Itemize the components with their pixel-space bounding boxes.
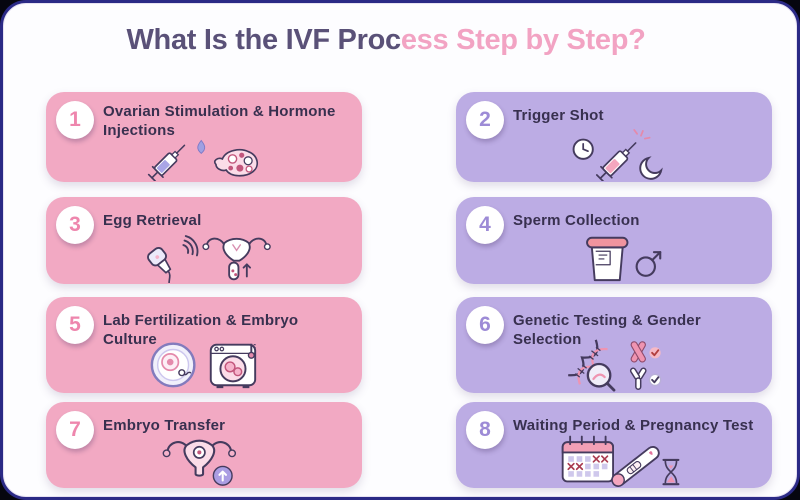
page-title: What Is the IVF Process Step by Step? bbox=[0, 24, 782, 57]
specimen-cup-icon bbox=[586, 236, 629, 282]
step-number-badge: 4 bbox=[466, 206, 504, 244]
step-card-7: 7 Embryo Transfer bbox=[46, 402, 362, 488]
step-label: Waiting Period & Pregnancy Test bbox=[513, 417, 754, 434]
step-card-1: 1 Ovarian Stimulation & Hormone Injectio… bbox=[46, 92, 362, 182]
step-number-badge: 7 bbox=[56, 411, 94, 449]
step-card-6: 6 Genetic Testing & Gender Selection bbox=[456, 297, 772, 393]
step-number-badge: 8 bbox=[466, 411, 504, 449]
step-number-badge: 3 bbox=[56, 206, 94, 244]
up-arrow-icon bbox=[242, 263, 252, 278]
step-label: Genetic Testing & Gender Selection bbox=[513, 312, 701, 349]
embryo-transfer-illustration bbox=[162, 439, 237, 486]
step-8-icons bbox=[456, 431, 772, 487]
droplet-icon bbox=[197, 139, 206, 154]
magnifier-icon bbox=[586, 362, 616, 392]
step-6-icons bbox=[456, 336, 772, 392]
uterus-icon bbox=[202, 237, 271, 262]
y-chromosome-check-icon bbox=[629, 367, 662, 390]
incubator-icon bbox=[209, 343, 257, 389]
moon-icon bbox=[639, 156, 663, 180]
up-arrow-circle-icon bbox=[212, 465, 233, 486]
clock-icon bbox=[572, 138, 594, 160]
step-5-icons bbox=[46, 336, 362, 392]
test-tube-icon bbox=[228, 261, 240, 281]
step-3-icons bbox=[46, 229, 362, 283]
thermometer-icon bbox=[247, 343, 256, 359]
calendar-icon bbox=[561, 435, 614, 483]
petri-dish-icon bbox=[150, 342, 196, 388]
step-number-badge: 5 bbox=[56, 306, 94, 344]
waiting-period-illustration bbox=[561, 435, 680, 487]
step-label: Embryo Transfer bbox=[103, 417, 226, 434]
step-card-5: 5 Lab Fertilization & Embryo Culture bbox=[46, 297, 362, 393]
sparkle-icon bbox=[633, 129, 651, 140]
sperm-collection-illustration bbox=[586, 236, 662, 282]
step-1-icons bbox=[46, 135, 362, 181]
ultrasound-probe-icon bbox=[147, 246, 172, 283]
lab-fertilization-illustration bbox=[150, 342, 257, 389]
step-label: Lab Fertilization & Embryo Culture bbox=[103, 312, 299, 349]
step-4-icons bbox=[456, 231, 772, 283]
page-title-pink-part: ess Step by Step? bbox=[400, 24, 646, 56]
step-number-badge: 2 bbox=[466, 101, 504, 139]
syringe-icon bbox=[147, 144, 186, 181]
step-card-8: 8 Waiting Period & Pregnancy Test bbox=[456, 402, 772, 488]
male-symbol-icon bbox=[635, 251, 662, 277]
genetic-testing-illustration bbox=[568, 339, 662, 392]
sound-waves-icon bbox=[182, 235, 199, 257]
step-card-2: 2 Trigger Shot bbox=[456, 92, 772, 182]
infographic-panel: What Is the IVF Process Step by Step? 1 … bbox=[3, 3, 797, 497]
uterus-icon bbox=[162, 439, 237, 477]
step-card-3: 3 Egg Retrieval bbox=[46, 197, 362, 284]
step-number-badge: 1 bbox=[56, 101, 94, 139]
syringe-icon bbox=[595, 142, 637, 181]
step-label: Ovarian Stimulation & Hormone Injections bbox=[103, 103, 336, 140]
pregnancy-test-icon bbox=[611, 445, 660, 487]
step-label: Sperm Collection bbox=[513, 212, 640, 229]
hourglass-icon bbox=[662, 458, 680, 486]
step-label: Egg Retrieval bbox=[103, 212, 202, 229]
ovarian-stimulation-illustration bbox=[147, 139, 259, 181]
step-number-badge: 6 bbox=[466, 306, 504, 344]
ovary-icon bbox=[213, 149, 259, 177]
step-2-icons bbox=[456, 129, 772, 181]
step-label: Trigger Shot bbox=[513, 107, 604, 124]
step-card-4: 4 Sperm Collection bbox=[456, 197, 772, 284]
trigger-shot-illustration bbox=[572, 129, 663, 181]
step-7-icons bbox=[46, 429, 362, 487]
x-chromosome-check-icon bbox=[630, 341, 661, 363]
page-title-dark-part: What Is the IVF Proc bbox=[126, 24, 401, 56]
egg-retrieval-illustration bbox=[147, 235, 271, 283]
